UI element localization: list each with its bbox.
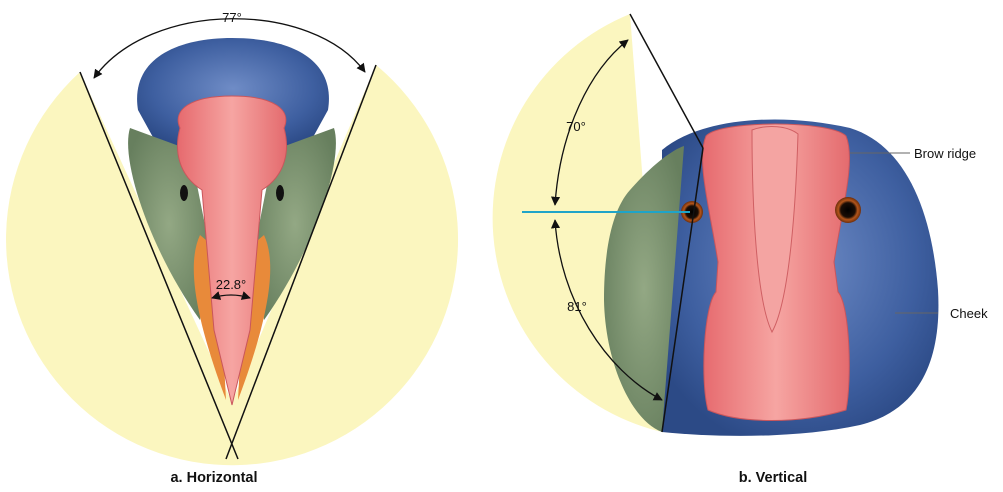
field-line-vertical	[630, 14, 703, 148]
caption-horizontal: a. Horizontal	[170, 470, 257, 486]
angle-label-lower: 81°	[567, 299, 587, 314]
angle-label-total: 77°	[222, 10, 242, 25]
label-brow-ridge: Brow ridge	[914, 146, 976, 161]
panel-vertical: 70° 81° Brow ridge Cheek b. Vertical	[493, 14, 988, 486]
eye-left-top-view	[180, 185, 188, 201]
label-cheek: Cheek	[950, 306, 988, 321]
eye-right-front-view	[835, 197, 861, 223]
angle-label-binocular: 22.8°	[216, 277, 247, 292]
caption-vertical: b. Vertical	[739, 470, 808, 486]
panel-horizontal: 77° 22.8° a. Horizontal	[6, 10, 458, 486]
eye-right-top-view	[276, 185, 284, 201]
angle-label-upper: 70°	[566, 119, 586, 134]
